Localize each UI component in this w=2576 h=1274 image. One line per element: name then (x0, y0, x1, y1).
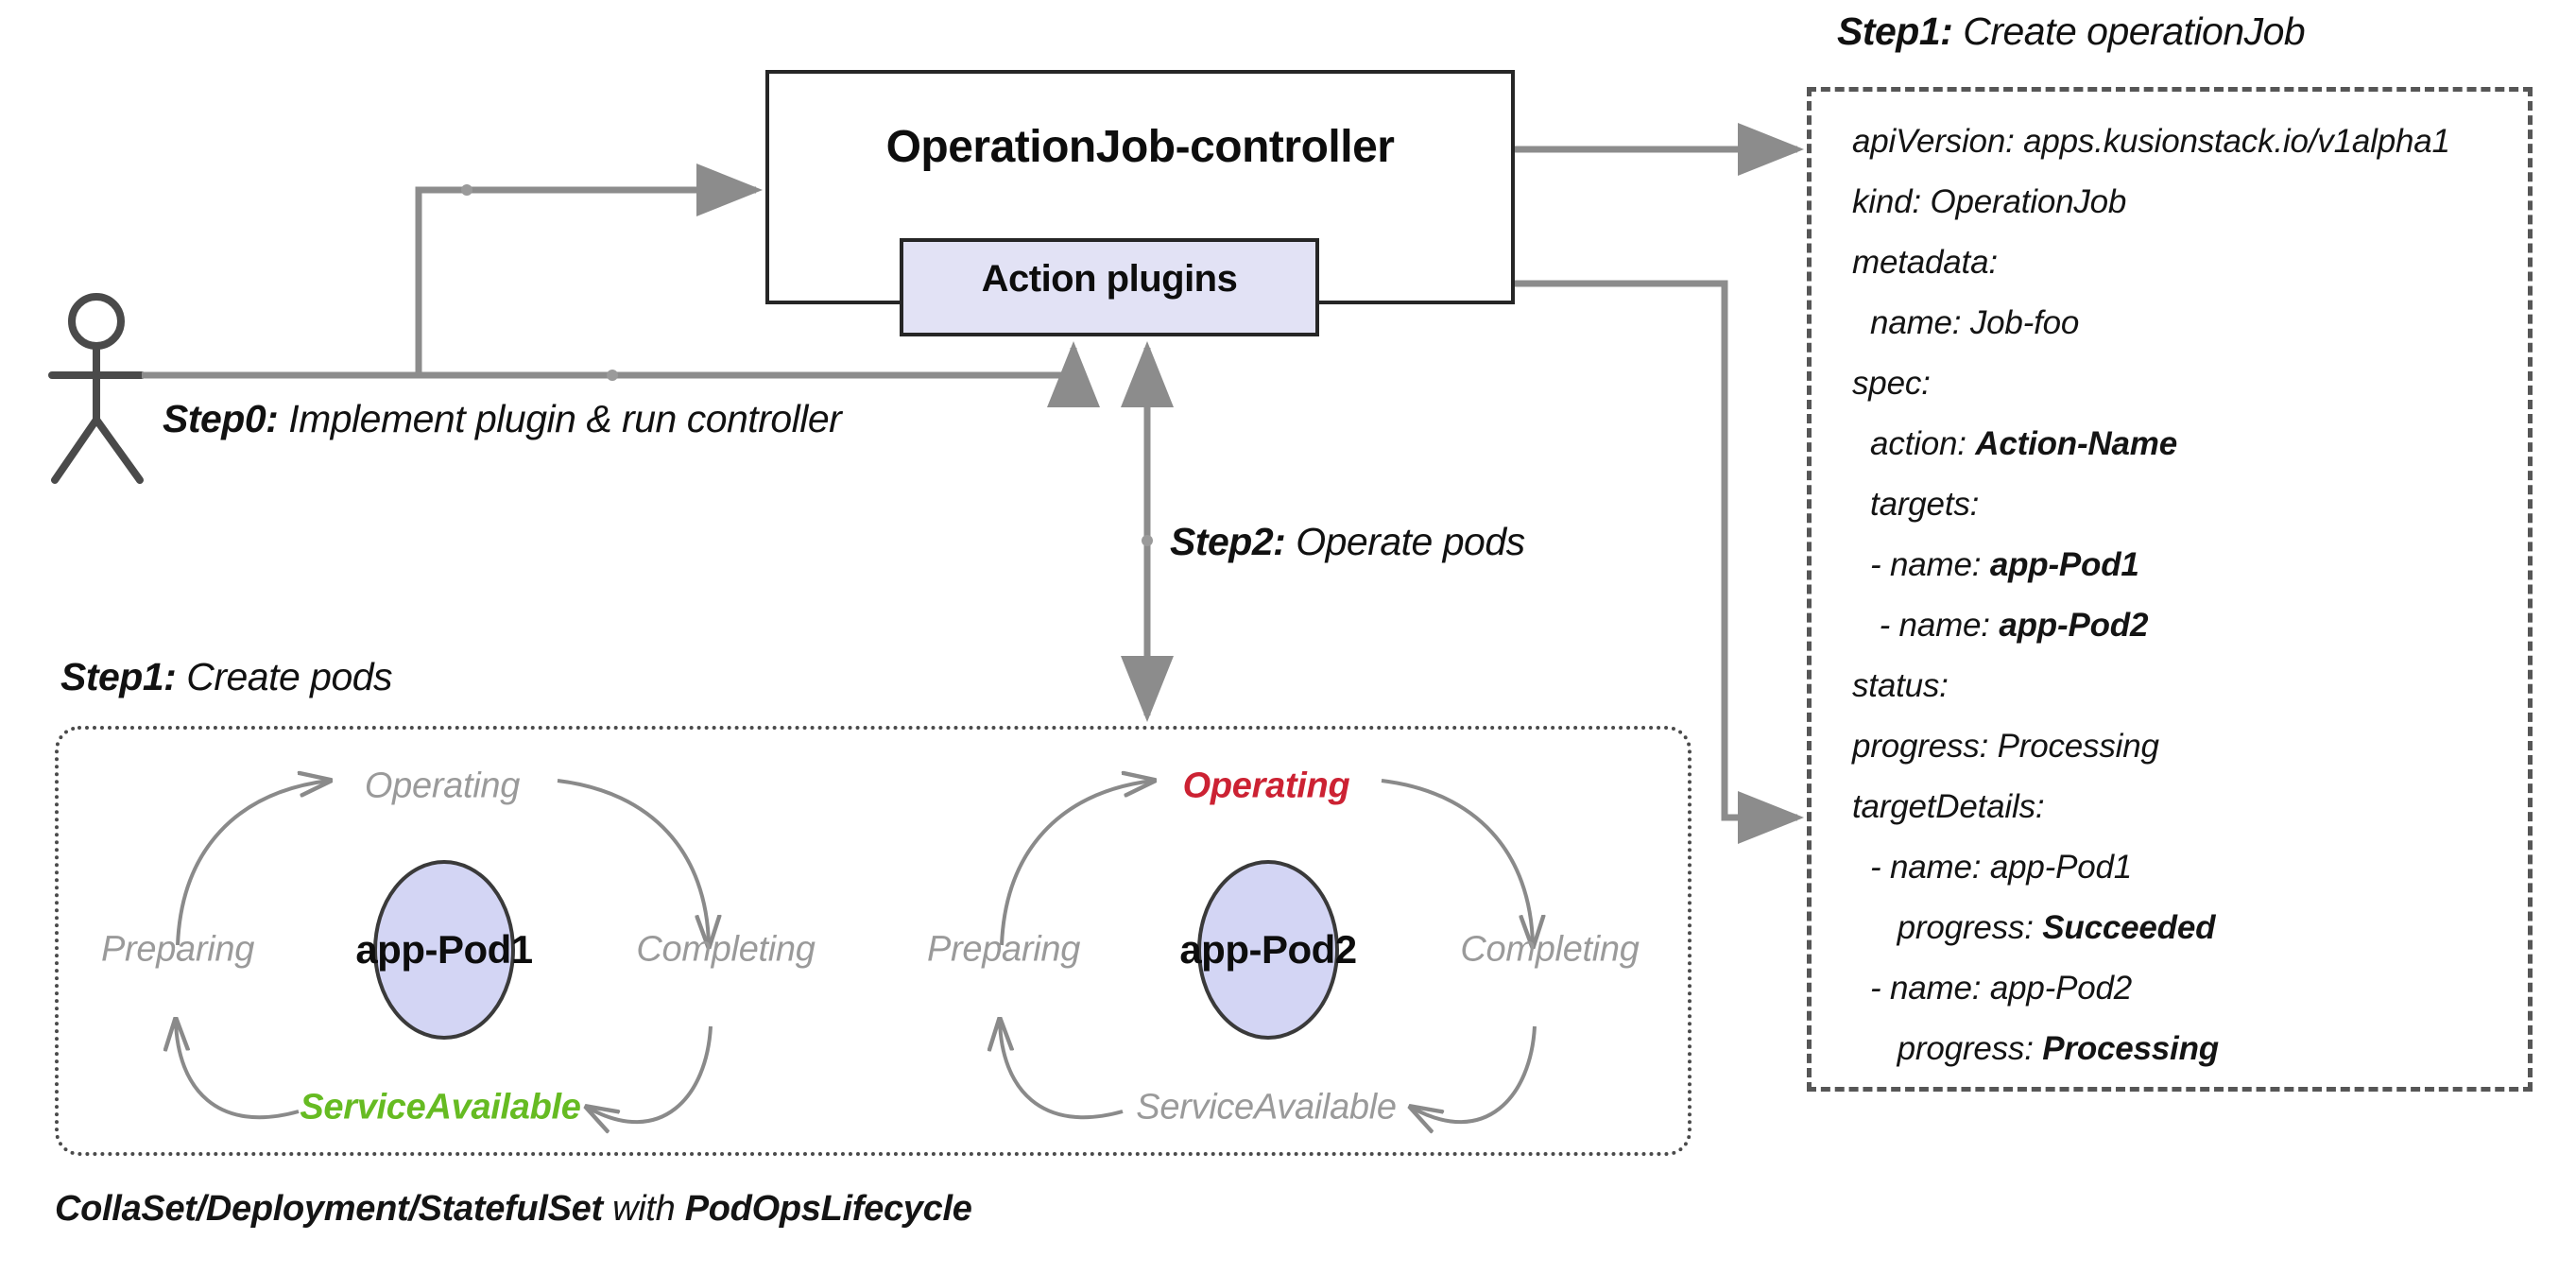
yaml-line-key: kind: OperationJob (1852, 183, 2127, 220)
yaml-line-key: progress: (1852, 909, 2043, 946)
yaml-line-key: apiVersion: apps.kusionstack.io/v1alpha1 (1852, 123, 2450, 160)
step0-label: Step0: Implement plugin & run controller (163, 397, 842, 441)
yaml-line: - name: app-Pod1 (1852, 837, 2551, 898)
yaml-line-value: app-Pod1 (1989, 546, 2139, 583)
lifecycle-caption: CollaSet/Deployment/StatefulSet with Pod… (55, 1189, 972, 1230)
step0-value: Implement plugin & run controller (278, 397, 842, 440)
actor-head-icon (68, 293, 125, 350)
actor-leg-left (51, 416, 100, 484)
pod2-ellipse (1197, 860, 1339, 1040)
yaml-line: - name: app-Pod2 (1852, 958, 2551, 1019)
step2-key: Step2: (1170, 520, 1286, 563)
plugins-targetdetails-arrow (1319, 280, 1804, 844)
yaml-line-key: targetDetails: (1852, 788, 2045, 825)
yaml-line: action: Action-Name (1852, 414, 2551, 474)
yaml-line: - name: app-Pod2 (1852, 595, 2551, 656)
yaml-line-value: Succeeded (2042, 909, 2216, 946)
caption-podopslifecycle: PodOpsLifecycle (684, 1189, 972, 1229)
step1-job-value: Create operationJob (1952, 9, 2306, 53)
pod2-state-serviceavailable: ServiceAvailable (1136, 1087, 1397, 1128)
pods-lifecycle-panel (55, 726, 1692, 1156)
pod1-state-preparing: Preparing (100, 929, 255, 970)
yaml-line: status: (1852, 656, 2551, 716)
yaml-line-key: targets: (1852, 486, 1980, 523)
operationjob-yaml-panel (1807, 87, 2533, 1092)
pod2-arc-serviceavailable-to-preparing (1000, 1021, 1124, 1120)
step1-job-label: Step1: Create operationJob (1837, 9, 2306, 54)
pod1-arc-completing-to-serviceavailable (588, 1025, 713, 1122)
action-plugins-label: Action plugins (981, 258, 1238, 300)
pod2-name: app-Pod2 (1179, 927, 1357, 972)
pod1-name: app-Pod1 (355, 927, 533, 972)
pod1-arc-operating-to-completing (557, 779, 709, 945)
pod1-state-serviceavailable: ServiceAvailable (300, 1087, 581, 1128)
yaml-line-key: name: Job-foo (1852, 304, 2080, 341)
pod2-arc-preparing-to-operating (1000, 781, 1153, 946)
step2-label: Step2: Operate pods (1170, 520, 1525, 564)
yaml-line-key: action: (1852, 425, 1976, 462)
yaml-line: apiVersion: apps.kusionstack.io/v1alpha1 (1852, 112, 2551, 172)
yaml-line-value: app-Pod2 (1999, 607, 2149, 644)
yaml-line: progress: Succeeded (1852, 898, 2551, 958)
yaml-line-value: Action-Name (1975, 425, 2177, 462)
pod1-lifecycle-arcs (176, 781, 711, 1122)
step0-branch-to-controller (415, 164, 763, 375)
yaml-line-value: Processing (2042, 1030, 2219, 1067)
yaml-line-key: - name: (1852, 607, 2000, 644)
yaml-line: metadata: (1852, 232, 2551, 293)
pod2-lifecycle-arcs (1000, 781, 1535, 1122)
pod1-ellipse (373, 860, 515, 1040)
step1-pods-label: Step1: Create pods (60, 655, 393, 699)
step1-job-key: Step1: (1837, 9, 1953, 53)
operationjob-yaml-lines: apiVersion: apps.kusionstack.io/v1alpha1… (1852, 112, 2551, 1079)
pod2-arc-operating-to-completing (1381, 779, 1533, 945)
yaml-line: kind: OperationJob (1852, 172, 2551, 232)
yaml-line-key: status: (1852, 667, 1949, 704)
yaml-line-key: - name: (1852, 546, 1990, 583)
actor-leg-right (93, 416, 144, 484)
yaml-line: name: Job-foo (1852, 293, 2551, 353)
pod1-state-completing: Completing (636, 929, 816, 970)
step0-key: Step0: (163, 397, 279, 440)
action-plugins-box[interactable] (900, 238, 1319, 336)
pod1-arc-serviceavailable-to-preparing (176, 1021, 300, 1120)
yaml-line-key: - name: app-Pod1 (1852, 849, 2133, 886)
step2-midpoint-dot (1142, 535, 1153, 546)
yaml-line-key: progress: (1852, 1030, 2043, 1067)
step2-connector-group (1121, 341, 1174, 722)
plugins-to-targetdetails-connector (1319, 280, 1804, 844)
yaml-line: targetDetails: (1852, 777, 2551, 837)
step1-pods-value: Create pods (176, 655, 393, 698)
yaml-line: spec: (1852, 353, 2551, 414)
operationjob-controller-title: OperationJob-controller (885, 122, 1395, 172)
yaml-line: progress: Processing (1852, 716, 2551, 777)
pod2-arc-completing-to-serviceavailable (1412, 1025, 1537, 1122)
actor-stick-figure (48, 293, 146, 484)
yaml-line-key: progress: Processing (1852, 728, 2159, 765)
step0-junction-dot (607, 370, 618, 381)
pod1-arc-preparing-to-operating (176, 781, 329, 946)
pod2-state-operating: Operating (1182, 766, 1350, 806)
yaml-line-key: - name: app-Pod2 (1852, 970, 2133, 1007)
step0-branch-dot (461, 184, 472, 196)
step1-pods-key: Step1: (60, 655, 177, 698)
yaml-line: - name: app-Pod1 (1852, 535, 2551, 595)
pod2-state-preparing: Preparing (926, 929, 1081, 970)
yaml-line-key: spec: (1852, 365, 1931, 402)
step0-connector-group (142, 164, 1100, 407)
pod1-state-operating: Operating (364, 766, 521, 806)
caption-with: with (602, 1189, 685, 1229)
caption-workloads: CollaSet/Deployment/StatefulSet (55, 1189, 603, 1229)
pod2-state-completing: Completing (1460, 929, 1640, 970)
yaml-line: targets: (1852, 474, 2551, 535)
yaml-line: progress: Processing (1852, 1019, 2551, 1079)
step2-value: Operate pods (1285, 520, 1525, 563)
yaml-line-key: metadata: (1852, 244, 1998, 281)
